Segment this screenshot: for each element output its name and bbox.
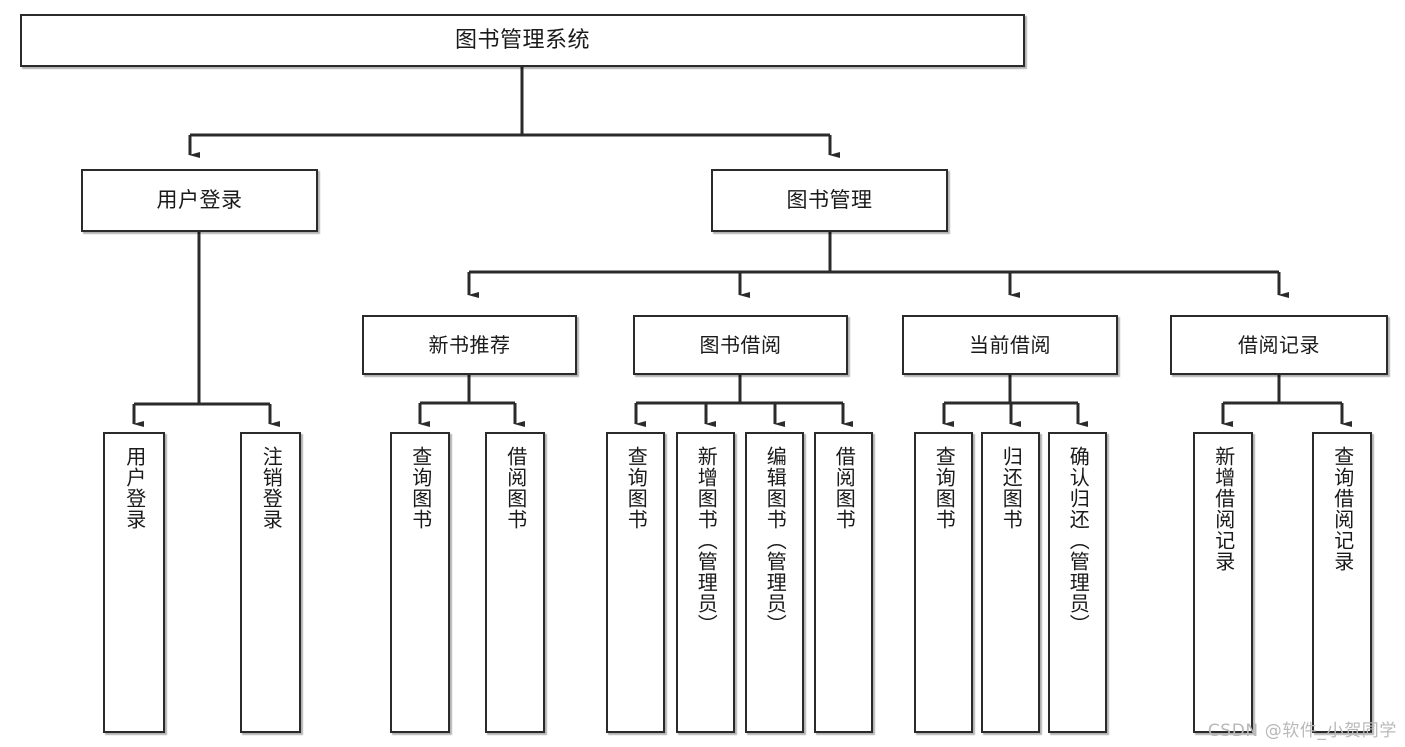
node-label: 注销登录 — [259, 446, 284, 530]
watermark: CSDN @软件_小贺同学 — [1207, 721, 1397, 741]
node-leaf-confirm-return[interactable]: 确认归还（管理员） — [1048, 432, 1107, 733]
node-label: 借阅图书 — [503, 446, 528, 530]
node-current-borrow[interactable]: 当前借阅 — [902, 315, 1118, 375]
node-leaf-query-book-2[interactable]: 查询图书 — [606, 432, 665, 733]
node-label: 借阅图书 — [832, 446, 857, 530]
node-leaf-borrow-book-1[interactable]: 借阅图书 — [485, 432, 545, 733]
node-label: 新增借阅记录 — [1211, 446, 1236, 572]
node-label: 图书管理系统 — [454, 27, 590, 53]
node-borrow-record[interactable]: 借阅记录 — [1170, 315, 1388, 375]
node-label: 归还图书 — [999, 446, 1024, 530]
node-label: 编辑图书（管理员） — [763, 446, 788, 635]
node-label: 当前借阅 — [969, 332, 1051, 357]
node-label: 查询图书 — [932, 446, 957, 530]
node-label: 新书推荐 — [428, 332, 511, 357]
node-user-login[interactable]: 用户登录 — [81, 169, 318, 232]
node-label: 用户登录 — [156, 188, 243, 213]
node-new-book-recommend[interactable]: 新书推荐 — [362, 315, 577, 375]
node-leaf-query-record[interactable]: 查询借阅记录 — [1312, 432, 1372, 733]
node-leaf-return-book[interactable]: 归还图书 — [981, 432, 1040, 733]
node-label: 借阅记录 — [1238, 332, 1320, 357]
node-leaf-query-book-3[interactable]: 查询图书 — [914, 432, 973, 733]
node-leaf-borrow-book-2[interactable]: 借阅图书 — [814, 432, 873, 733]
node-leaf-edit-book[interactable]: 编辑图书（管理员） — [745, 432, 804, 733]
node-leaf-user-login[interactable]: 用户登录 — [103, 432, 165, 733]
node-leaf-user-logout[interactable]: 注销登录 — [240, 432, 301, 733]
node-label: 查询图书 — [408, 446, 433, 530]
node-label: 用户登录 — [122, 446, 147, 530]
node-leaf-query-book-1[interactable]: 查询图书 — [390, 432, 450, 733]
node-book-borrow[interactable]: 图书借阅 — [633, 315, 848, 375]
node-leaf-add-record[interactable]: 新增借阅记录 — [1193, 432, 1253, 733]
node-label: 查询图书 — [624, 446, 649, 530]
node-book-management[interactable]: 图书管理 — [711, 169, 948, 232]
node-root-system[interactable]: 图书管理系统 — [20, 14, 1025, 67]
node-label: 图书管理 — [786, 188, 873, 213]
node-label: 查询借阅记录 — [1330, 446, 1355, 572]
node-label: 图书借阅 — [699, 332, 782, 357]
node-leaf-add-book[interactable]: 新增图书（管理员） — [676, 432, 735, 733]
node-label: 确认归还（管理员） — [1066, 446, 1091, 635]
node-label: 新增图书（管理员） — [694, 446, 719, 635]
